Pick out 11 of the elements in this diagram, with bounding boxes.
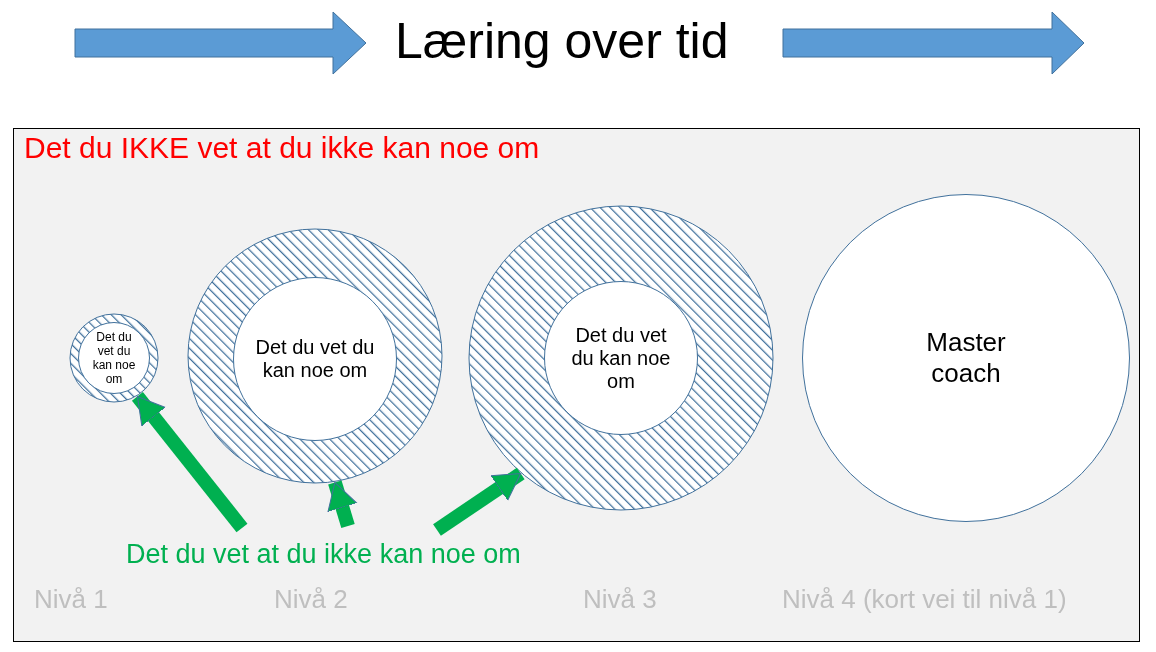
label-text: Det du vet du kan noe om [91,330,137,386]
heading-text: Det du IKKE vet at du ikke kan noe om [24,131,540,165]
label-text: Det du vet du kan noe om [254,336,376,382]
label-text: Det du vet at du ikke kan noe om [126,539,521,570]
arrow [131,392,248,533]
label-text: Det du vet du kan noe om [570,323,672,393]
label-text: Master coach [925,327,1007,389]
title: Læring over tid [395,12,729,70]
arrow [327,480,358,529]
arrow [433,467,525,536]
panel [13,128,1140,642]
